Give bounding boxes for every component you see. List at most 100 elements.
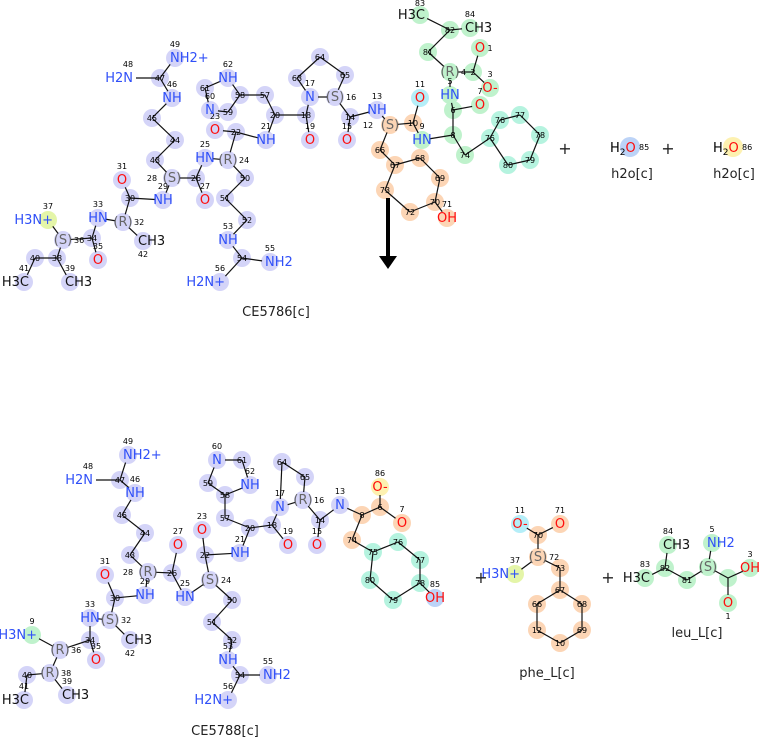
bond [727,570,743,579]
atom-number: 10 [555,639,565,648]
atom-number: 77 [415,556,425,565]
atom-number: 11 [515,506,525,515]
atom-number: 51 [207,618,217,627]
atom-symbol: O [415,91,425,106]
atom-number: 40 [30,254,40,263]
atom-number: 80 [503,161,513,170]
atom-number: 44 [140,529,150,538]
atom-number: 43 [125,551,135,560]
atom-number: 66 [375,146,385,155]
bond [397,122,414,125]
atom-number: 23 [210,112,220,121]
atom-number: 54 [235,671,245,680]
bond [129,197,156,201]
atom-number: 53 [223,642,233,651]
atom-number: 15 [312,527,322,536]
atom-highlight [54,231,72,249]
atom-highlight [96,566,114,584]
bond [91,225,97,239]
atom-symbol: NH2+ [123,448,162,463]
atom-number: 60 [212,442,222,451]
atom-number: 16 [346,93,356,102]
atom-highlight [169,536,187,554]
atom-number: 32 [134,218,144,227]
atom-number: 41 [19,682,29,691]
atom-highlight [338,131,356,149]
atom-number: 49 [123,437,133,446]
atom-highlight [471,96,489,114]
atom-symbol: CH3 [663,538,690,553]
atom-number: 86 [742,143,752,152]
atom-number: 3 [747,550,752,559]
atom-number: 34 [85,636,95,645]
atom-highlight [219,69,237,87]
bond [450,102,454,111]
bond [195,165,203,179]
atom-number: 48 [83,462,93,471]
bond [452,105,473,111]
atom-highlight [58,686,76,704]
atom-number: 62 [223,60,233,69]
atom-number: 38 [52,254,62,263]
atom-number: 71 [555,506,565,515]
water-formula: H2O [610,141,636,158]
bond [222,130,237,133]
bond [281,461,306,478]
atom-number: 74 [347,536,357,545]
bond [224,197,248,221]
atom-highlight [201,101,219,119]
atom-highlight [163,89,181,107]
bond [207,482,226,496]
bond [26,673,43,676]
atom-symbol: HN [195,151,215,166]
bond [379,506,396,519]
atom-symbol: CH3 [138,234,165,249]
atom-highlight [113,171,131,189]
atom-highlight [193,521,211,539]
bond [319,56,346,76]
atom-highlight [121,631,139,649]
plus-sign: + [558,139,571,158]
atom-number: 8 [450,131,455,140]
bond [544,560,561,569]
atom-symbol: O [283,538,293,553]
bond [379,132,388,151]
atom-number: 41 [19,264,29,273]
atom-symbol: CH3 [465,21,492,36]
atom-number: 27 [200,182,210,191]
atom-number: 81 [682,576,692,585]
bond [241,459,249,478]
atom-highlight [219,151,237,169]
bond [384,189,411,213]
atom-highlight [301,88,319,106]
atom-highlight [371,478,389,496]
atom-number: 36 [74,236,84,245]
atom-number: 27 [173,527,183,536]
atom-highlight [15,691,33,709]
atom-highlight [219,691,237,709]
atom-highlight [41,664,59,682]
bond [227,94,241,113]
atom-symbol: N [275,500,285,515]
bond [224,487,243,496]
atom-symbol: O [197,523,207,538]
atom-number: 20 [270,111,280,120]
atom-number: 12 [363,121,373,130]
atom-number: 56 [223,682,233,691]
stereo-label: (R) [440,65,459,80]
bond [427,51,445,68]
atom-number: 19 [283,527,293,536]
atom-number: 29 [158,182,168,191]
atom-highlight [241,476,259,494]
atom-symbol: O [93,253,103,268]
bond [121,499,132,516]
atom-number: 32 [121,616,131,625]
atom-number: 33 [85,600,95,609]
atom-symbol: NH2 [707,536,735,551]
atom-highlight [201,571,219,589]
bond [434,201,443,212]
atom-number: 42 [138,250,148,259]
atom-number: 14 [345,113,355,122]
atom-symbol: NH [218,71,238,86]
